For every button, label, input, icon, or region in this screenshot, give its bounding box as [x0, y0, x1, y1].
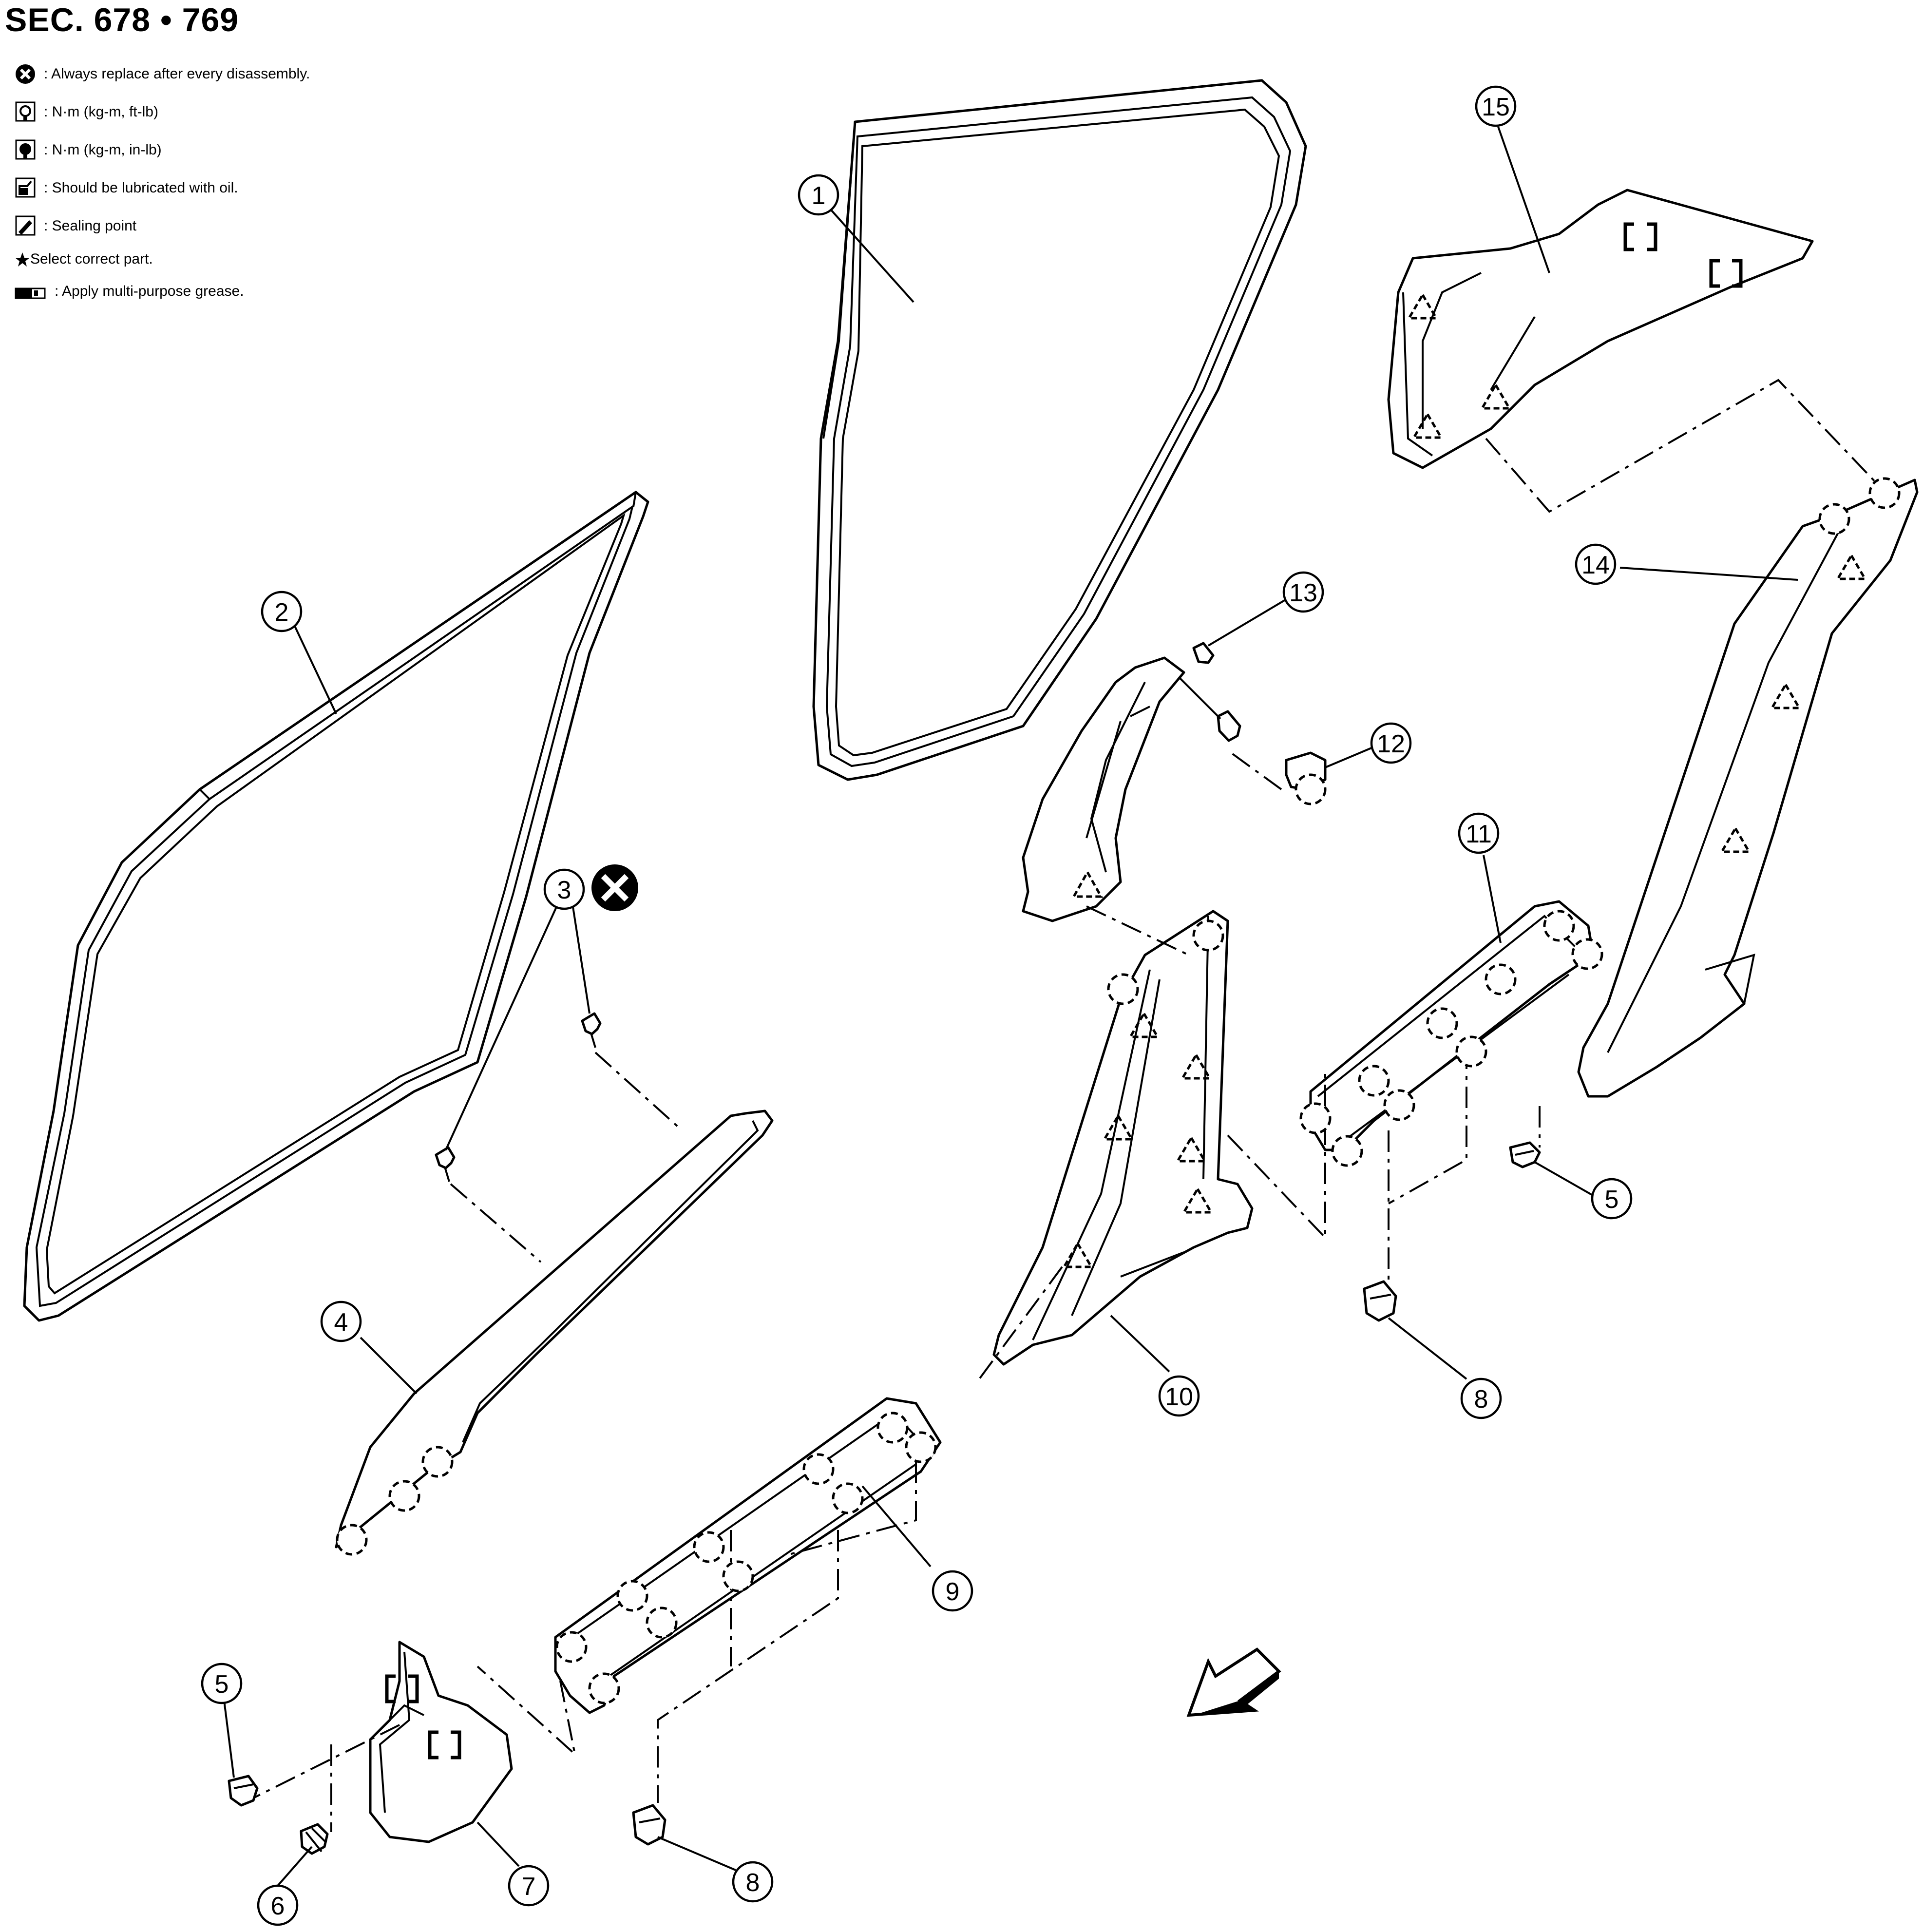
callout-14: 14: [1575, 543, 1617, 585]
metal-clip-markers: [1062, 292, 1867, 1268]
torque-wrench-in-lb-icon: [15, 139, 36, 160]
clip-8-bottom: [632, 1804, 666, 1846]
svg-text:14: 14: [1581, 551, 1610, 579]
svg-text:15: 15: [1482, 93, 1510, 121]
callout-5-right: 5: [1591, 1178, 1633, 1220]
clip-6: [300, 1823, 329, 1855]
torque-wrench-ft-lb-icon: [15, 101, 36, 122]
oil-can-icon: [15, 177, 36, 198]
svg-text:13: 13: [1289, 579, 1317, 607]
svg-text:5: 5: [1605, 1186, 1619, 1214]
leader-lines: [223, 126, 1798, 1887]
center-pillar-upper-garnish: [1022, 656, 1185, 922]
callout-13: 13: [1282, 571, 1324, 613]
svg-text:5: 5: [215, 1670, 229, 1699]
svg-text:11: 11: [1466, 820, 1492, 848]
center-pillar-lower-garnish: [992, 910, 1254, 1366]
callout-7: 7: [508, 1865, 550, 1907]
clip-3-a: [581, 1012, 602, 1048]
clip-5-left: [228, 1775, 259, 1807]
star-icon: [15, 252, 30, 267]
rear-pillar-upper-finisher: [1387, 189, 1814, 469]
svg-text:8: 8: [1474, 1385, 1488, 1414]
callout-8-bottom: 8: [732, 1861, 774, 1903]
svg-text:3: 3: [557, 876, 571, 904]
callout-9: 9: [932, 1570, 973, 1612]
callout-4: 4: [320, 1301, 362, 1342]
callout-5-left: 5: [201, 1663, 243, 1704]
svg-text:10: 10: [1165, 1383, 1193, 1411]
rear-pillar-garnish: [1577, 478, 1919, 1098]
svg-text:2: 2: [275, 598, 289, 627]
dash-side-finisher: [369, 1641, 513, 1843]
svg-text:6: 6: [271, 1892, 285, 1920]
x-circle-icon: [591, 864, 638, 911]
callout-12: 12: [1370, 722, 1412, 764]
svg-text:4: 4: [334, 1308, 348, 1337]
rear-door-weatherstrip: [23, 491, 649, 1322]
callout-8-right: 8: [1460, 1377, 1502, 1419]
front-kicking-plate-inner: [554, 1397, 942, 1714]
callout-10: 10: [1158, 1375, 1200, 1417]
svg-text:1: 1: [812, 182, 826, 210]
x-circle-icon: [16, 64, 35, 84]
clip-locations: [336, 477, 1901, 1704]
callout-15: 15: [1475, 85, 1517, 127]
svg-text:8: 8: [746, 1869, 760, 1897]
svg-text:9: 9: [946, 1578, 960, 1606]
callout-1: 1: [798, 174, 839, 216]
front-direction-arrow-icon: [1186, 1647, 1281, 1717]
callout-6: 6: [257, 1884, 299, 1926]
callout-2: 2: [261, 591, 303, 632]
front-door-weatherstrip: [812, 79, 1307, 781]
bolt-13: [1178, 642, 1241, 742]
svg-text:12: 12: [1377, 730, 1405, 758]
callout-11: 11: [1458, 812, 1500, 854]
pawl-markers: [385, 222, 1743, 1760]
svg-text:7: 7: [522, 1873, 536, 1901]
grease-gun-icon: [15, 287, 46, 299]
clip-8-right: [1363, 1280, 1397, 1322]
section-title: SEC. 678 • 769: [5, 1, 239, 38]
clip-3-b: [435, 1146, 456, 1182]
sealant-icon: [15, 215, 36, 236]
callout-3: 3: [543, 868, 585, 910]
